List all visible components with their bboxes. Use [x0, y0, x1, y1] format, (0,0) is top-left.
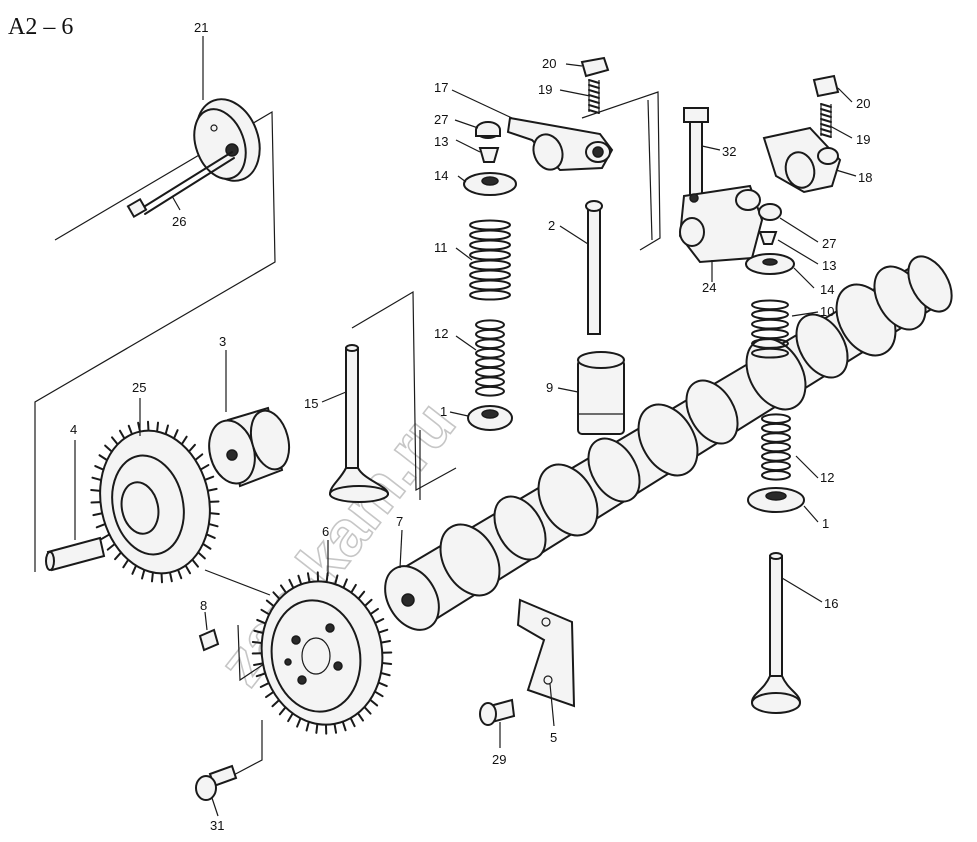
leader-lines: [74, 36, 857, 817]
callout-17: 17: [434, 80, 448, 95]
callout-20-right: 20: [856, 96, 870, 111]
callout-4: 4: [70, 422, 77, 437]
plate-part-5: [516, 598, 576, 708]
callout-26: 26: [172, 214, 186, 229]
spring-part-12-left: [475, 319, 505, 397]
valve-part-15: [328, 344, 390, 503]
callout-14-left: 14: [434, 168, 448, 183]
callout-12-right: 12: [820, 470, 834, 485]
pin-part-4: [45, 536, 106, 572]
callout-27-left: 27: [434, 112, 448, 127]
pushrod-part-2: [585, 200, 603, 335]
seat-part-1-right: [747, 487, 805, 513]
callout-14-right: 14: [820, 282, 834, 297]
callout-16: 16: [824, 596, 838, 611]
bolt-part-31: [195, 764, 238, 801]
callout-20-left: 20: [542, 56, 556, 71]
callout-1-left: 1: [440, 404, 447, 419]
callout-27-right: 27: [822, 236, 836, 251]
valve-part-16: [750, 552, 802, 714]
cap-part-27-left: [475, 121, 501, 139]
pulley-part-21: [193, 98, 261, 182]
diagram-title: A2 – 6: [8, 14, 73, 40]
callout-5: 5: [550, 730, 557, 745]
bolt-part-29: [479, 698, 516, 726]
rocker-arm-part-17: [506, 116, 614, 172]
retainer-part-14-left: [463, 172, 517, 196]
retainer-part-14-right: [745, 253, 795, 275]
nut-part-20-left: [580, 56, 610, 78]
gear-part-6: [251, 571, 393, 735]
callout-21: 21: [194, 20, 208, 35]
callout-1-right: 1: [822, 516, 829, 531]
callout-19-right: 19: [856, 132, 870, 147]
callout-25: 25: [132, 380, 146, 395]
support-part-24: [678, 184, 764, 264]
spring-part-11: [469, 219, 511, 301]
callout-7: 7: [396, 514, 403, 529]
nut-part-20-right: [812, 74, 840, 98]
bushing-part-3: [208, 406, 291, 488]
bolt-part-26: [126, 151, 235, 219]
callout-29: 29: [492, 752, 506, 767]
gear-part-25: [90, 420, 220, 584]
plug-part-8: [198, 628, 220, 652]
callout-9: 9: [546, 380, 553, 395]
callout-31: 31: [210, 818, 224, 833]
callout-32: 32: [722, 144, 736, 159]
callout-3: 3: [219, 334, 226, 349]
cap-part-27-right: [758, 203, 782, 221]
callout-13-left: 13: [434, 134, 448, 149]
callout-18: 18: [858, 170, 872, 185]
callout-19-left: 19: [538, 82, 552, 97]
callout-2: 2: [548, 218, 555, 233]
seat-part-1-left: [467, 405, 513, 431]
callout-8: 8: [200, 598, 207, 613]
camshaft: [384, 255, 953, 631]
callout-10: 10: [820, 304, 834, 319]
tappet-part-9: [577, 351, 625, 435]
callout-12-left: 12: [434, 326, 448, 341]
callout-15: 15: [304, 396, 318, 411]
rocker-arm-part-18: [762, 126, 842, 194]
spring-part-10: [751, 299, 789, 359]
bolt-part-32: [683, 107, 709, 203]
callout-24: 24: [702, 280, 716, 295]
spring-part-12-right: [761, 413, 791, 481]
screw-part-19-left: [588, 79, 600, 114]
keeper-part-13-right: [758, 231, 778, 245]
callout-labels: 21 26 3 25 4 6 7 8 31 15 17 27 13 14 11 …: [70, 20, 872, 833]
callout-11: 11: [434, 240, 448, 255]
callout-13-right: 13: [822, 258, 836, 273]
screw-part-19-right: [820, 103, 832, 138]
keeper-part-13-left: [478, 147, 500, 163]
callout-6: 6: [322, 524, 329, 539]
